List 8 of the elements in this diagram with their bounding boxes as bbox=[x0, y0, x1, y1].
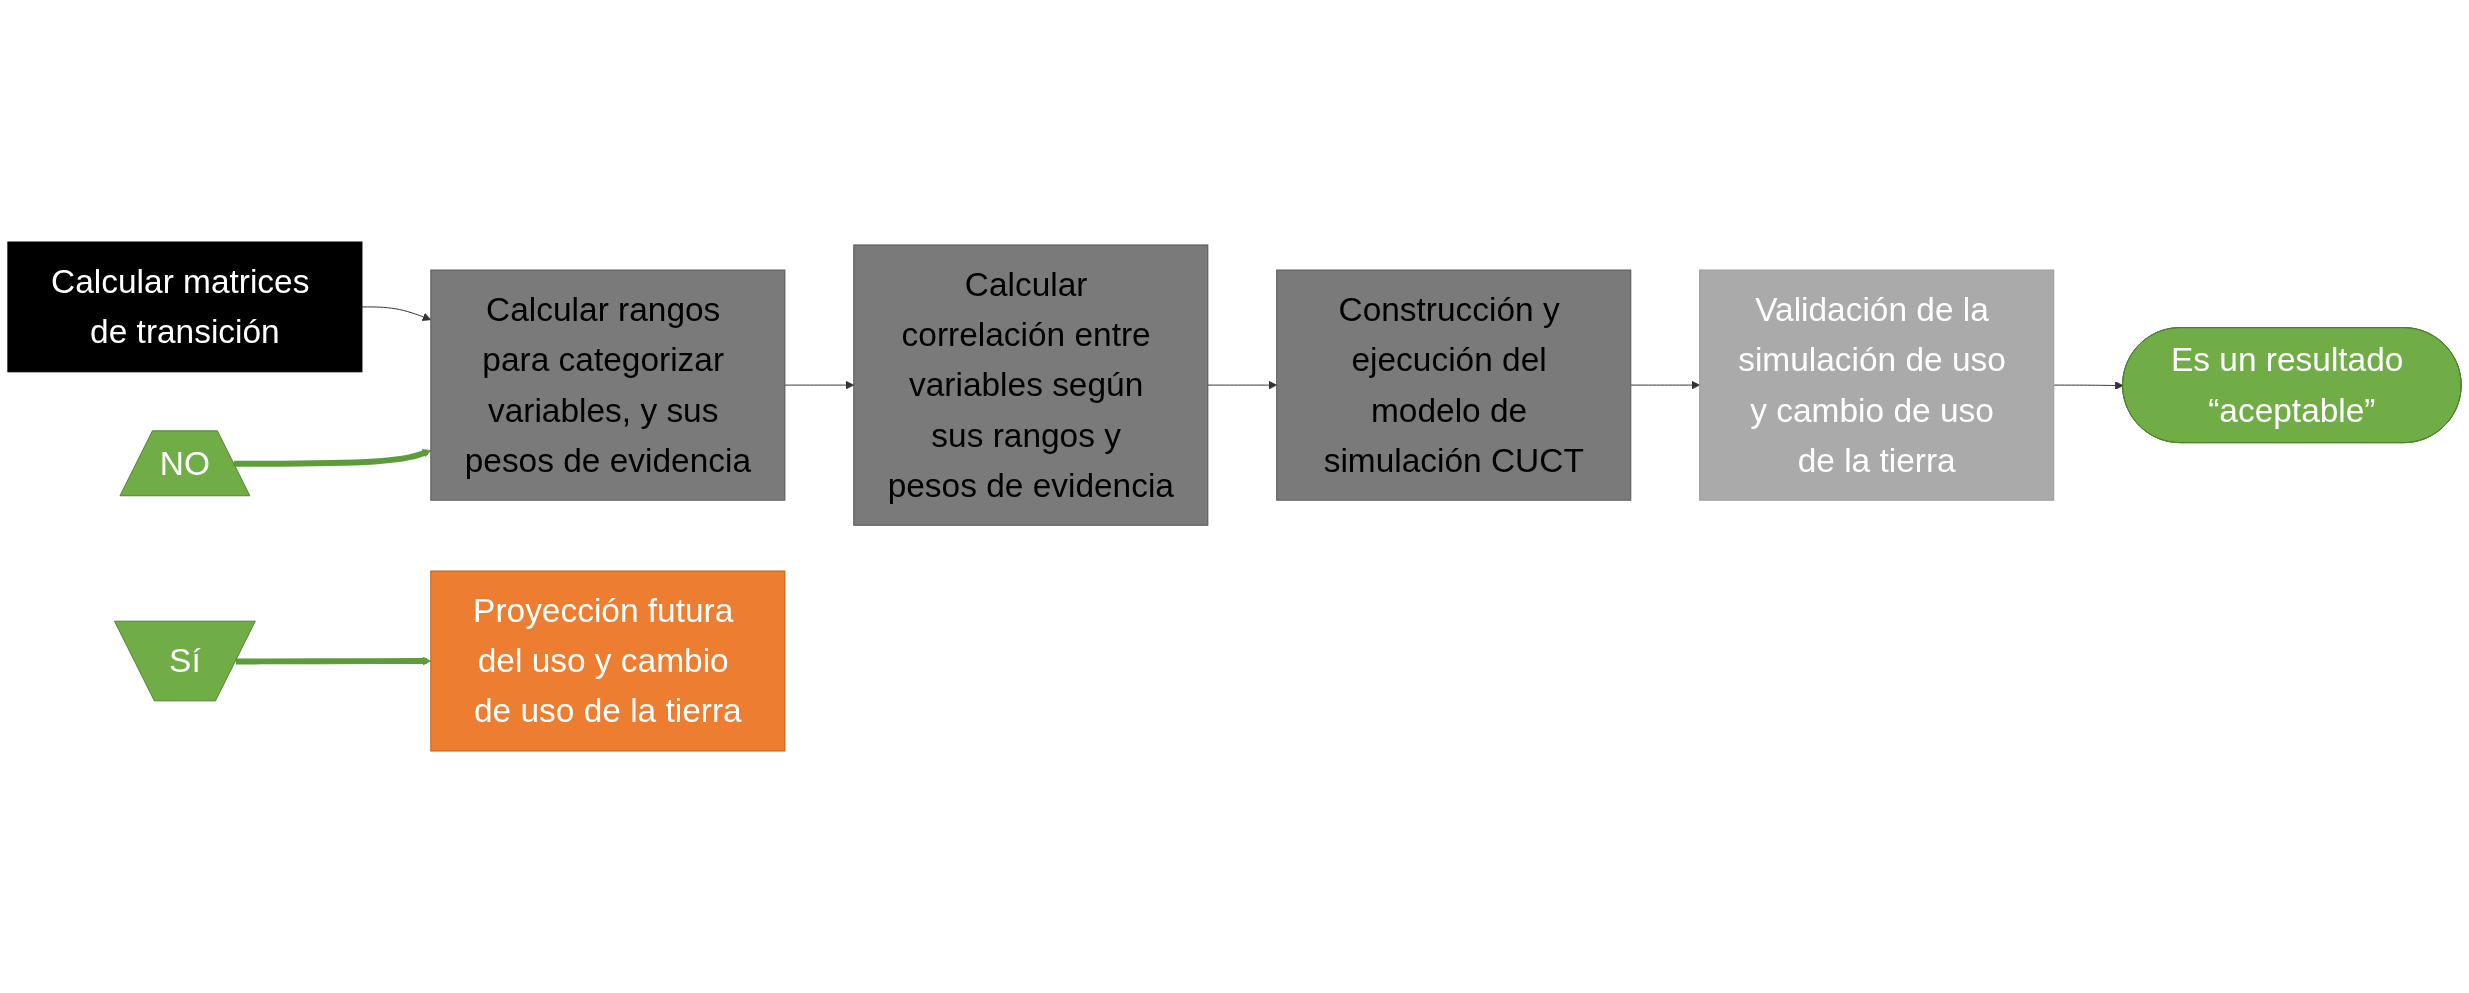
arrow bbox=[234, 449, 432, 467]
node-box: Validación de la simulación de uso y cambio de uso de la tierra bbox=[1699, 269, 2055, 501]
node-box: Proyección futura del uso y cambio de uso de la tierra bbox=[430, 570, 786, 752]
node-box: Calcular correlación entre variables según sus rangos y pesos de evidencia bbox=[853, 244, 1209, 526]
node-box: Calcular rangos para categorizar variables, y sus pesos de evidencia bbox=[430, 269, 786, 501]
node-box: Construcción y ejecución del modelo de simulación CUCT bbox=[1276, 269, 1632, 501]
arrow bbox=[235, 656, 432, 666]
node-box: Calcular matrices de transición bbox=[7, 241, 363, 373]
